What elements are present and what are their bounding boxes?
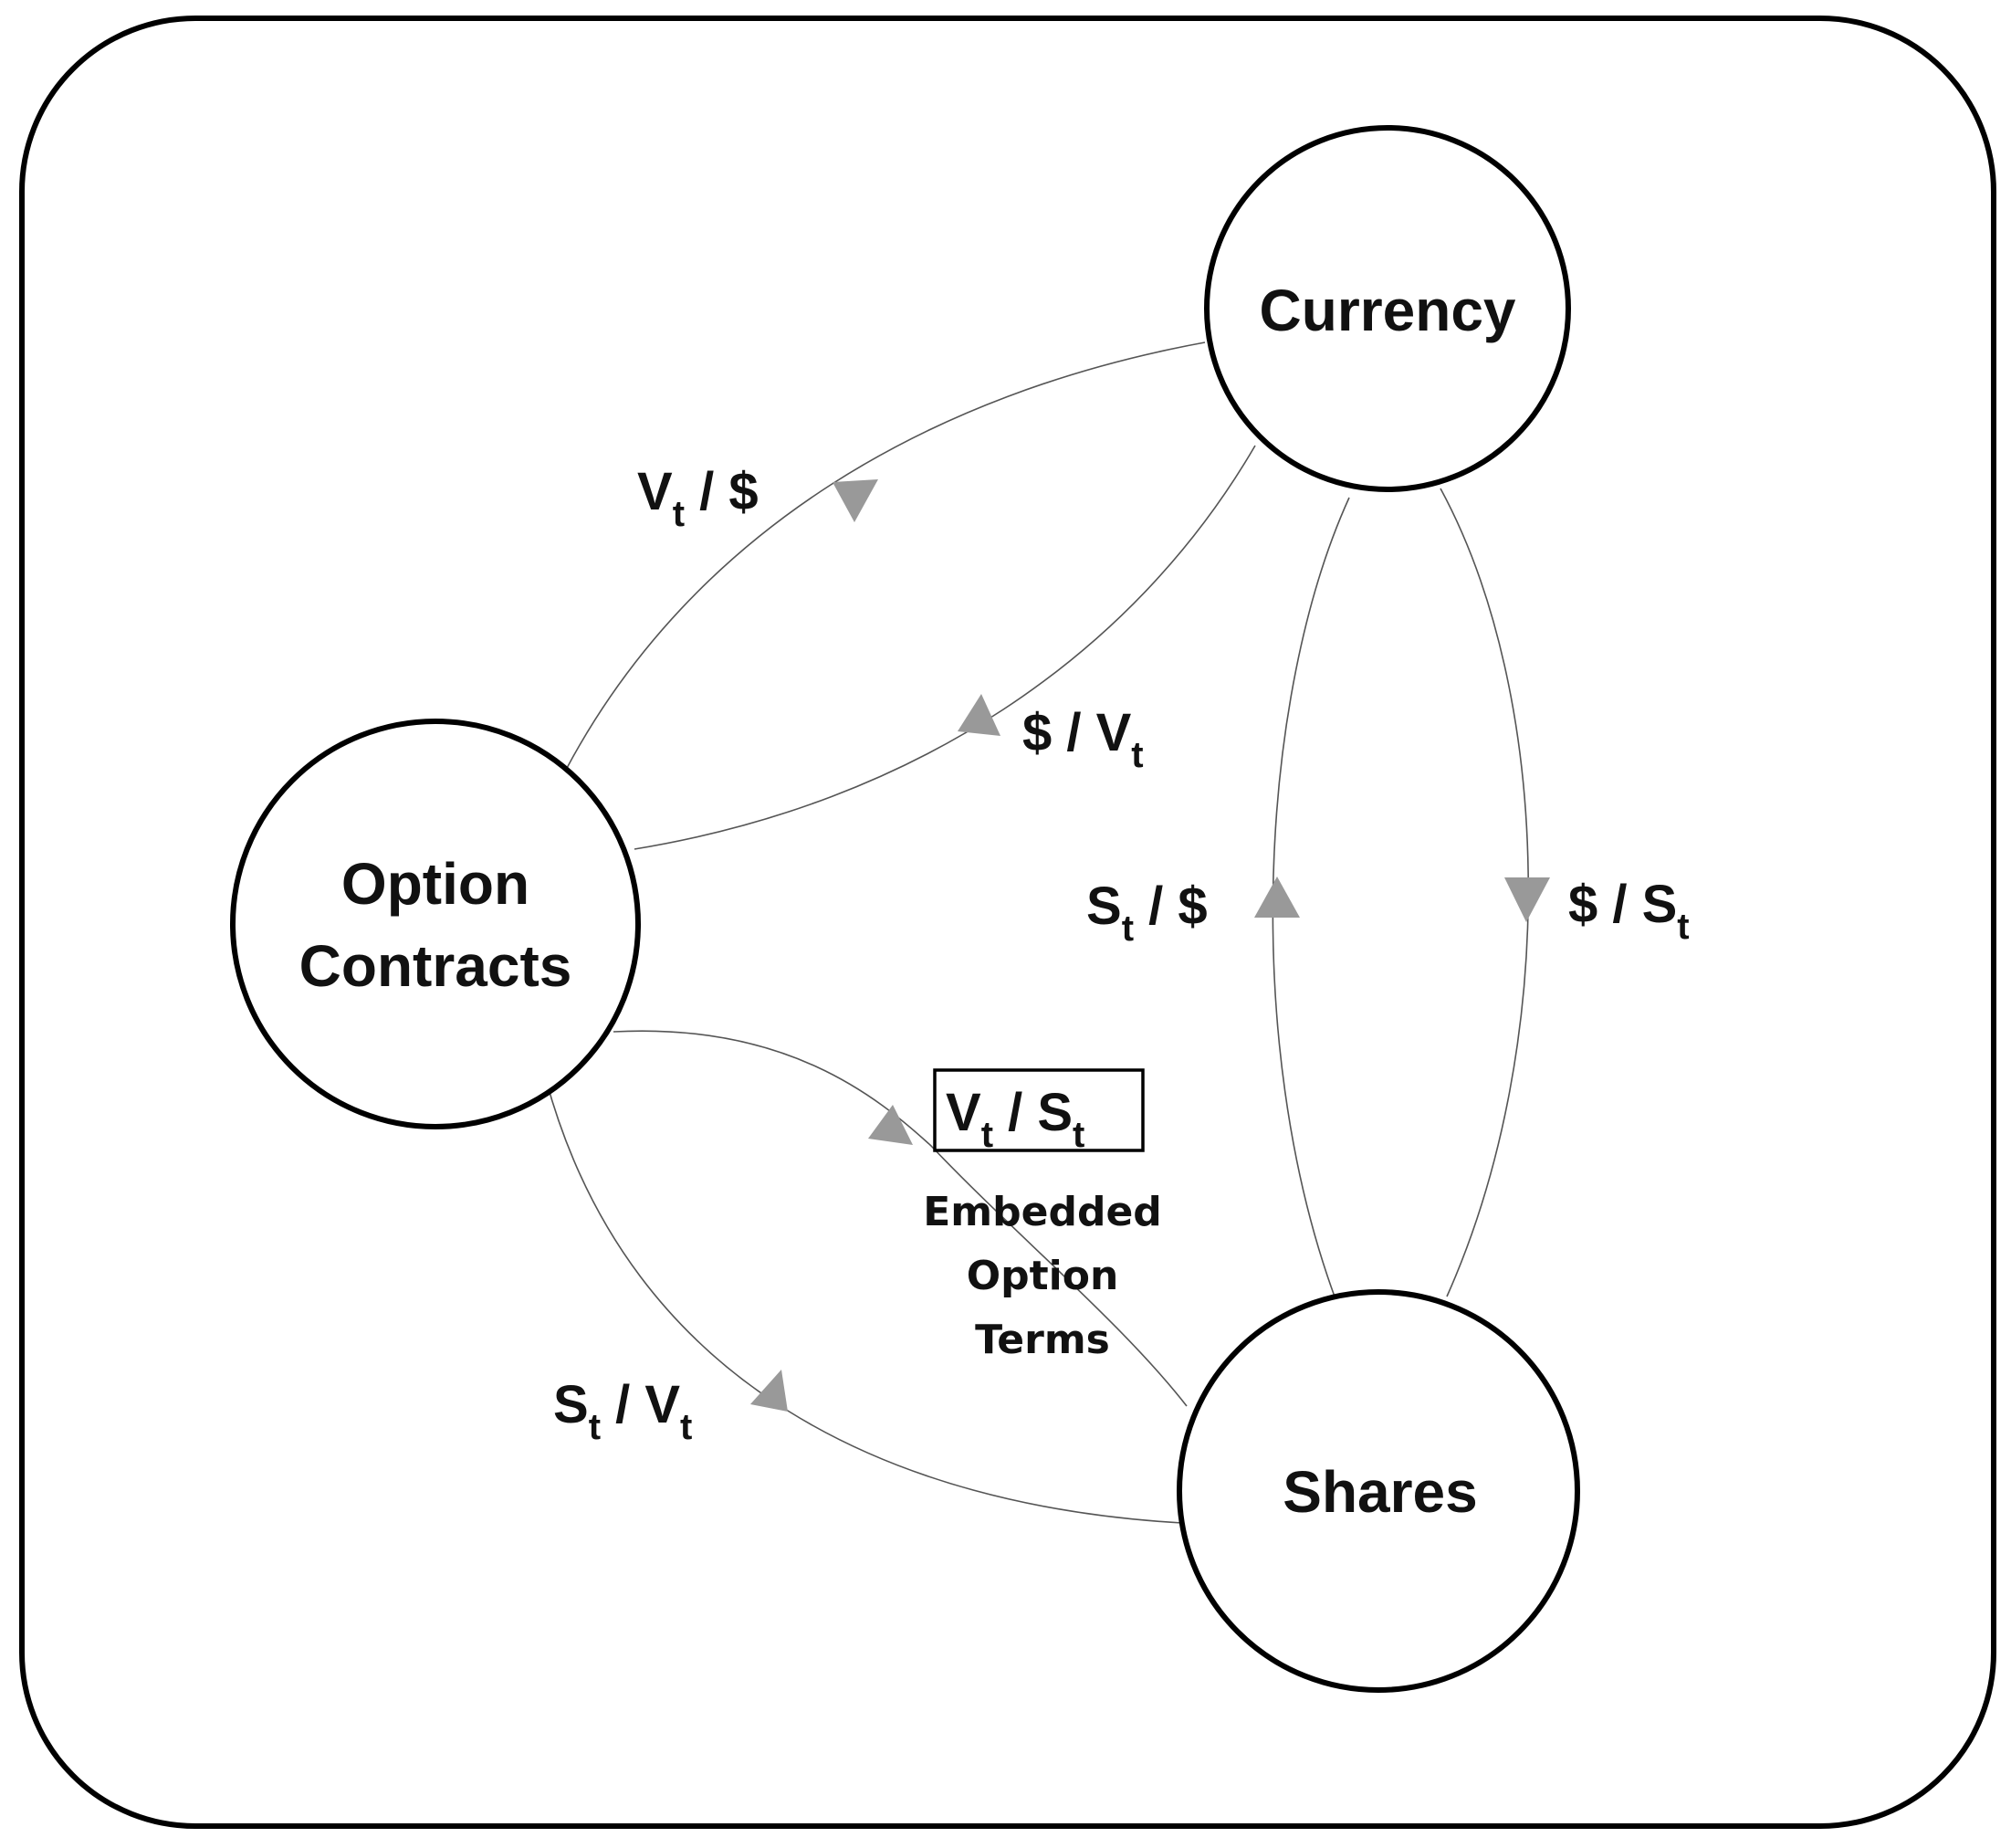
edge-option-to-shares [613, 1030, 1188, 1407]
note-line1: Embedded [923, 1189, 1162, 1235]
node-shares-label: Shares [1283, 1459, 1477, 1525]
note-line2: Option [967, 1253, 1119, 1299]
label-box-option-to-shares [933, 1068, 1145, 1152]
edge-shares-to-currency [1272, 497, 1350, 1297]
node-option-contracts-circle [230, 719, 641, 1129]
arrowhead-option-to-shares [868, 1105, 913, 1145]
label-shares-to-option: St / Vt [553, 1375, 692, 1447]
node-option-contracts-label-line2: Contracts [299, 933, 572, 999]
node-currency[interactable]: Currency [1204, 125, 1571, 492]
arrowhead-shares-to-currency [1254, 877, 1300, 918]
edge-currency-to-option [634, 445, 1256, 850]
node-shares[interactable]: Shares [1177, 1289, 1580, 1693]
note-line3: Terms [975, 1317, 1110, 1363]
arrowhead-currency-to-option [958, 694, 1000, 736]
node-currency-circle [1204, 125, 1571, 492]
arrowhead-currency-to-shares [1504, 877, 1550, 922]
arrowhead-shares-to-option [750, 1370, 788, 1412]
node-shares-circle [1177, 1289, 1580, 1693]
node-option-contracts[interactable]: Option Contracts [230, 719, 641, 1129]
label-currency-to-option: $ / Vt [1022, 703, 1144, 775]
label-shares-to-currency: St / $ [1086, 877, 1208, 949]
arrowhead-option-to-currency [833, 479, 878, 522]
node-currency-label: Currency [1260, 278, 1516, 343]
edge-shares-to-option [545, 1078, 1183, 1524]
edge-option-to-currency [565, 341, 1206, 771]
edge-currency-to-shares [1440, 488, 1530, 1297]
label-option-to-currency: Vt / $ [637, 462, 759, 534]
label-option-to-shares: Vt / St [946, 1083, 1084, 1155]
node-option-contracts-label-line1: Option [341, 851, 529, 917]
label-currency-to-shares: $ / St [1568, 875, 1690, 947]
